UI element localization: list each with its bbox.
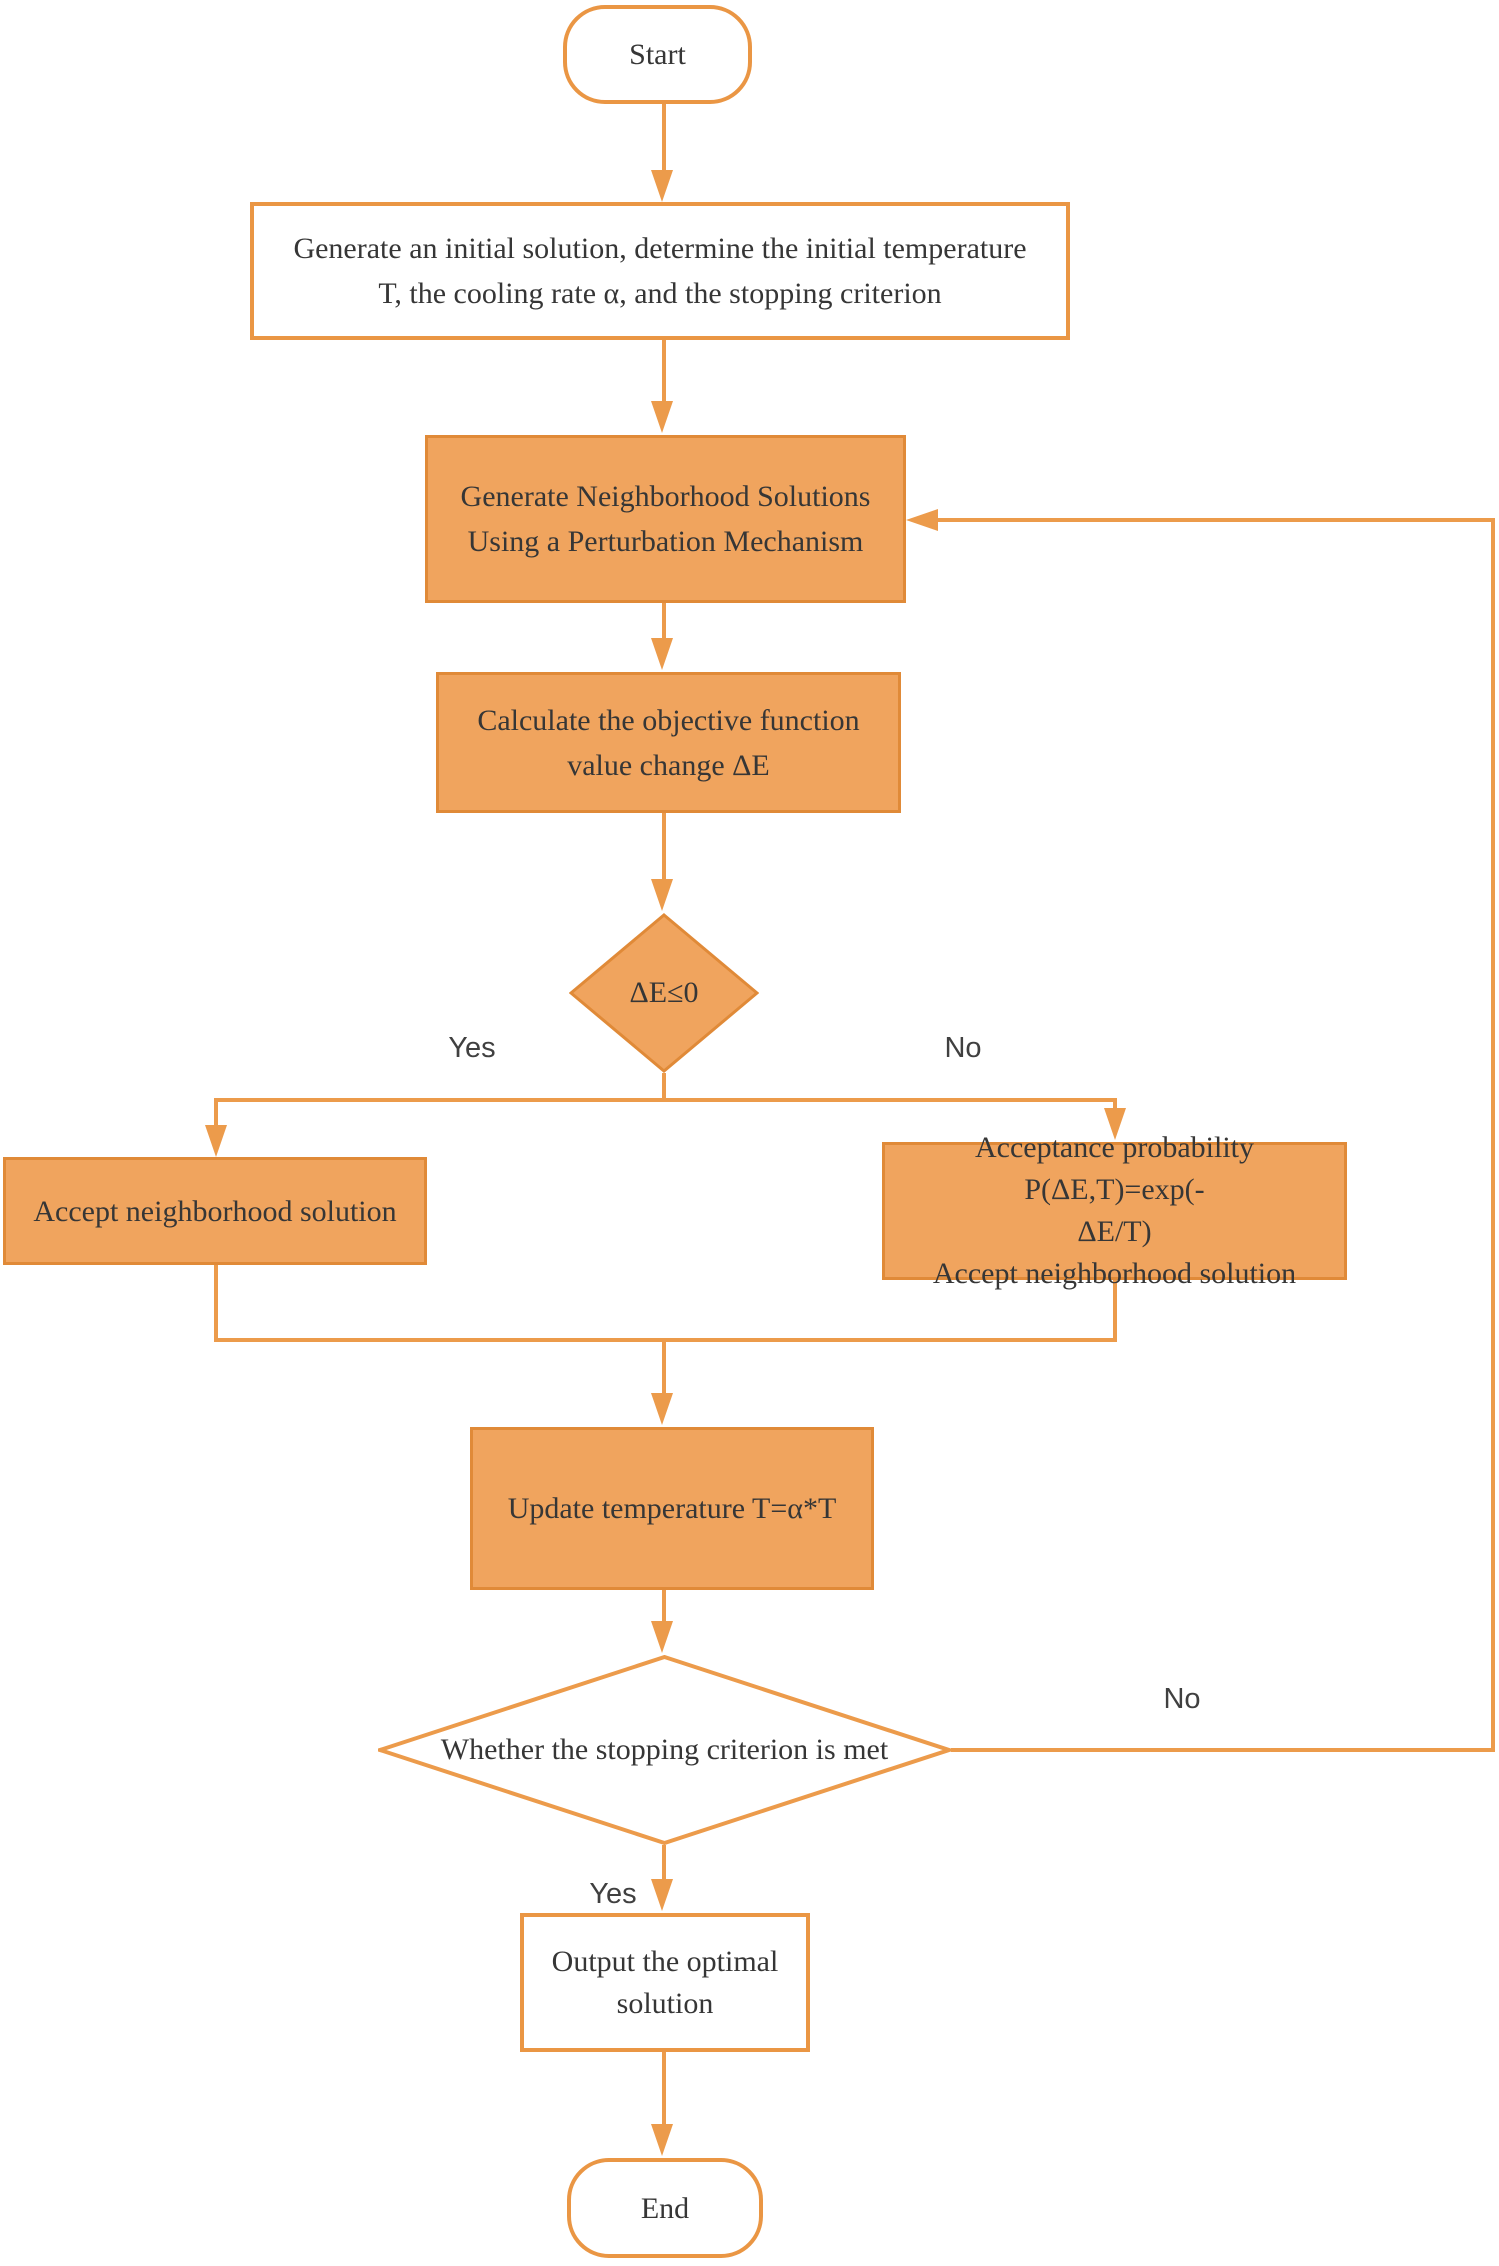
arrowhead-down-icon bbox=[1104, 1108, 1126, 1140]
node-text: Output the optimal solution bbox=[552, 1941, 779, 2025]
connector-acceptance-merge bbox=[1113, 1280, 1117, 1342]
process-generate-neighborhood: Generate Neighborhood Solutions Using a … bbox=[425, 435, 906, 603]
process-accept-solution: Accept neighborhood solution bbox=[3, 1157, 427, 1265]
node-text: Generate Neighborhood Solutions Using a … bbox=[461, 474, 871, 564]
node-label-line: Calculate the objective function bbox=[477, 703, 860, 737]
arrowhead-down-icon bbox=[651, 638, 673, 670]
edge-label-no: No bbox=[1163, 1683, 1201, 1715]
edge-label-yes: Yes bbox=[448, 1032, 496, 1064]
node-label-line: Accept neighborhood solution bbox=[932, 1257, 1297, 1290]
connector-delta-branch bbox=[662, 1073, 666, 1102]
node-label-line: Output the optimal bbox=[551, 1944, 779, 1978]
connector-no-acceptance bbox=[1113, 1098, 1117, 1110]
edge-label-yes: Yes bbox=[589, 1878, 637, 1910]
terminator-start: Start bbox=[563, 5, 752, 104]
node-label-line: ΔE/T) bbox=[1077, 1215, 1152, 1248]
node-label-line: Generate an initial solution, determine … bbox=[293, 232, 1027, 265]
arrowhead-down-icon bbox=[651, 879, 673, 911]
node-label: Accept neighborhood solution bbox=[33, 1194, 397, 1228]
process-calculate-objective: Calculate the objective function value c… bbox=[436, 672, 901, 813]
decision-stopping-criterion: Whether the stopping criterion is met bbox=[378, 1655, 951, 1845]
arrowhead-down-icon bbox=[651, 1879, 673, 1911]
connector-update-stop bbox=[662, 1590, 666, 1623]
terminator-end: End bbox=[567, 2158, 763, 2258]
arrowhead-down-icon bbox=[651, 1621, 673, 1653]
node-label-line: value change ΔE bbox=[567, 748, 770, 782]
loop-line-top bbox=[936, 518, 1495, 522]
process-output-solution: Output the optimal solution bbox=[520, 1913, 810, 2052]
connector-stop-output bbox=[662, 1845, 666, 1881]
node-label-line: Using a Perturbation Mechanism bbox=[467, 525, 864, 558]
node-label-line: solution bbox=[616, 1986, 714, 2020]
connector-neighborhood-objective bbox=[662, 603, 666, 640]
connector-init-neighborhood bbox=[662, 340, 666, 403]
connector-start-init bbox=[662, 104, 666, 172]
diamond-shape bbox=[378, 1655, 951, 1845]
node-label: Whether the stopping criterion is met bbox=[440, 1733, 889, 1766]
diamond-shape bbox=[569, 913, 759, 1073]
process-acceptance-probability: Acceptance probability P(ΔE,T)=exp(- ΔE/… bbox=[882, 1131, 1347, 1290]
loop-line-bottom bbox=[951, 1748, 1495, 1752]
decision-delta-e: ΔE≤0 bbox=[569, 913, 759, 1073]
connector-objective-delta bbox=[662, 813, 666, 881]
process-initialize: Generate an initial solution, determine … bbox=[250, 202, 1070, 340]
arrowhead-down-icon bbox=[651, 170, 673, 202]
node-label: End bbox=[640, 2191, 690, 2225]
arrowhead-left-icon bbox=[906, 509, 938, 531]
node-label: Update temperature T=α*T bbox=[507, 1492, 837, 1525]
node-text: Acceptance probability P(ΔE,T)=exp(- ΔE/… bbox=[885, 1127, 1344, 1295]
node-label: Start bbox=[629, 38, 686, 71]
arrowhead-down-icon bbox=[205, 1125, 227, 1157]
process-update-temperature: Update temperature T=α*T bbox=[470, 1427, 874, 1590]
arrowhead-down-icon bbox=[651, 2124, 673, 2156]
connector-output-end bbox=[662, 2052, 666, 2126]
node-label: ΔE≤0 bbox=[629, 976, 699, 1009]
connector-accept-merge bbox=[214, 1265, 218, 1342]
node-text: Generate an initial solution, determine … bbox=[293, 226, 1026, 316]
node-text: Calculate the objective function value c… bbox=[477, 698, 859, 788]
arrowhead-down-icon bbox=[651, 1393, 673, 1425]
edge-label-no: No bbox=[944, 1032, 982, 1064]
branch-line bbox=[214, 1098, 1117, 1102]
node-label-line: Acceptance probability P(ΔE,T)=exp(- bbox=[974, 1131, 1255, 1206]
arrowhead-down-icon bbox=[651, 401, 673, 433]
loop-line-right bbox=[1491, 518, 1495, 1752]
node-label-line: Generate Neighborhood Solutions bbox=[460, 480, 871, 513]
node-label-line: T, the cooling rate α, and the stopping … bbox=[378, 277, 942, 310]
connector-yes-accept bbox=[214, 1098, 218, 1127]
connector-merge-update bbox=[662, 1340, 666, 1395]
